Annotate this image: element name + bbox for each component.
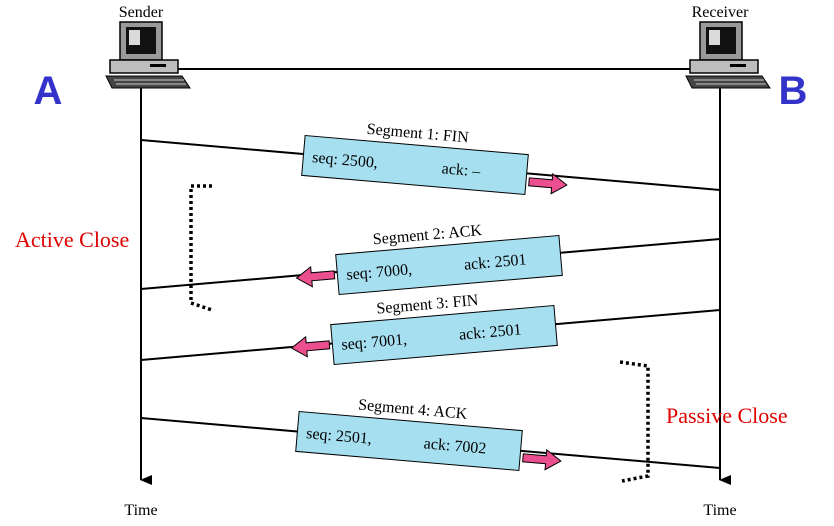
sender-label: Sender: [119, 4, 164, 21]
receiver-letter: B: [779, 69, 808, 113]
segment-3-seq: seq: 7001,: [341, 331, 408, 354]
segment-1-seq: seq: 2500,: [312, 149, 379, 172]
sender-letter: A: [34, 69, 63, 113]
segment-2-ack: ack: 2501: [463, 251, 527, 273]
receiver-time-label: Time: [703, 502, 736, 519]
segment-1: Segment 1: FIN seq: 2500, ack: –: [140, 121, 721, 196]
segment-3: Segment 3: FIN seq: 7001, ack: 2501: [140, 292, 721, 366]
segment-2-seq: seq: 7000,: [346, 261, 413, 284]
segment-3-box: [330, 304, 558, 366]
segment-1-box: [301, 134, 529, 196]
segment-1-arrow-icon: [528, 172, 568, 195]
segment-4-ack: ack: 7002: [423, 435, 487, 457]
receiver-label: Receiver: [692, 4, 750, 21]
segment-3-arrow-icon: [290, 335, 331, 358]
sender-time-label: Time: [124, 502, 157, 519]
sender-computer-icon: [105, 21, 191, 89]
passive-close-label: Passive Close: [666, 403, 788, 428]
segment-2: Segment 2: ACK seq: 7000, ack: 2501: [140, 222, 721, 296]
receiver-computer-icon: [685, 21, 771, 89]
segment-4-arrow-icon: [522, 448, 562, 471]
segment-3-ack: ack: 2501: [458, 321, 522, 343]
active-close-label: Active Close: [15, 227, 129, 252]
segment-4: Segment 4: ACK seq: 2501, ack: 7002: [140, 397, 721, 472]
active-close-bracket-icon: [189, 184, 213, 312]
segment-2-arrow-icon: [295, 265, 336, 288]
passive-close-bracket-icon: [619, 360, 650, 483]
segment-4-box: [295, 410, 523, 472]
segment-4-seq: seq: 2501,: [306, 425, 373, 448]
segment-1-ack: ack: –: [441, 160, 482, 180]
segment-2-box: [335, 234, 563, 296]
